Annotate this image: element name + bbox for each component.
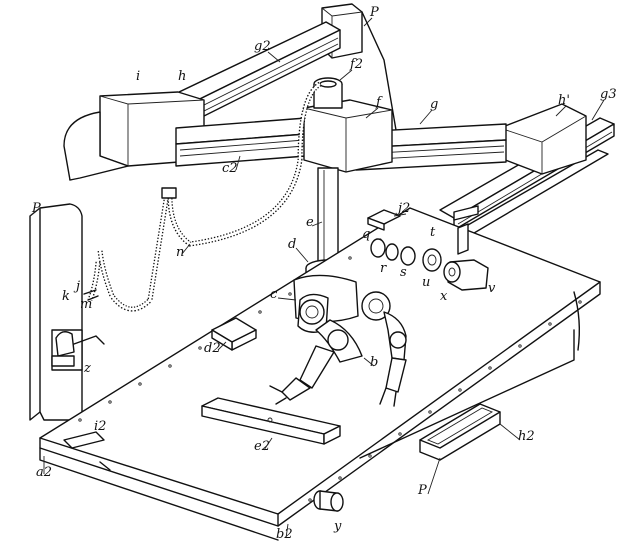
label-f: f [375, 95, 383, 110]
block-e2 [202, 398, 340, 444]
carriage-f [304, 78, 392, 172]
label-j2: j2 [395, 201, 410, 216]
labels: P g2 i h f2 f g h' g3 c2 P e j2 q t n d … [31, 5, 617, 542]
label-q: q [362, 227, 370, 242]
label-t: t [430, 225, 436, 240]
roller-y [314, 491, 343, 511]
housing-h-prime [500, 104, 586, 174]
label-h-prime: h' [558, 93, 570, 108]
cross-beam [176, 118, 506, 170]
left-devices [52, 290, 104, 366]
label-c: c [270, 287, 278, 302]
label-P-bottom: P [417, 483, 427, 498]
label-e: e [306, 215, 314, 230]
label-y: y [333, 519, 342, 534]
label-b: b [370, 355, 378, 370]
label-i2: i2 [94, 419, 106, 434]
block-i2 [64, 432, 104, 448]
label-h2: h2 [518, 429, 535, 444]
tool-rack [371, 206, 488, 290]
label-h: h [178, 69, 186, 84]
label-i: i [136, 69, 140, 84]
label-r: r [380, 261, 387, 276]
label-P-top: P [369, 5, 379, 20]
hoses [90, 84, 320, 309]
left-frame-support [30, 204, 82, 420]
label-P-left: P [31, 201, 41, 216]
label-f2: f2 [349, 57, 363, 72]
label-v: v [488, 281, 496, 296]
label-g2: g2 [254, 39, 271, 54]
label-s: s [400, 265, 407, 280]
leader-lines [44, 18, 604, 538]
label-k: k [62, 289, 70, 304]
label-u: u [422, 275, 430, 290]
label-e2: e2 [254, 439, 270, 454]
block-j2 [368, 210, 400, 230]
label-g: g [430, 97, 438, 112]
block-d2 [212, 318, 256, 350]
manipulator [270, 275, 406, 406]
label-m: m [80, 297, 92, 312]
label-g3: g3 [600, 87, 617, 102]
label-n: n [176, 245, 184, 260]
label-b2: b2 [276, 527, 293, 542]
label-j: j [73, 279, 80, 294]
label-d: d [288, 237, 296, 252]
label-c2: c2 [222, 161, 238, 176]
slot-P-bottom [420, 404, 500, 460]
label-x: x [440, 289, 448, 304]
label-z: z [83, 361, 91, 376]
label-d2: d2 [204, 341, 221, 356]
